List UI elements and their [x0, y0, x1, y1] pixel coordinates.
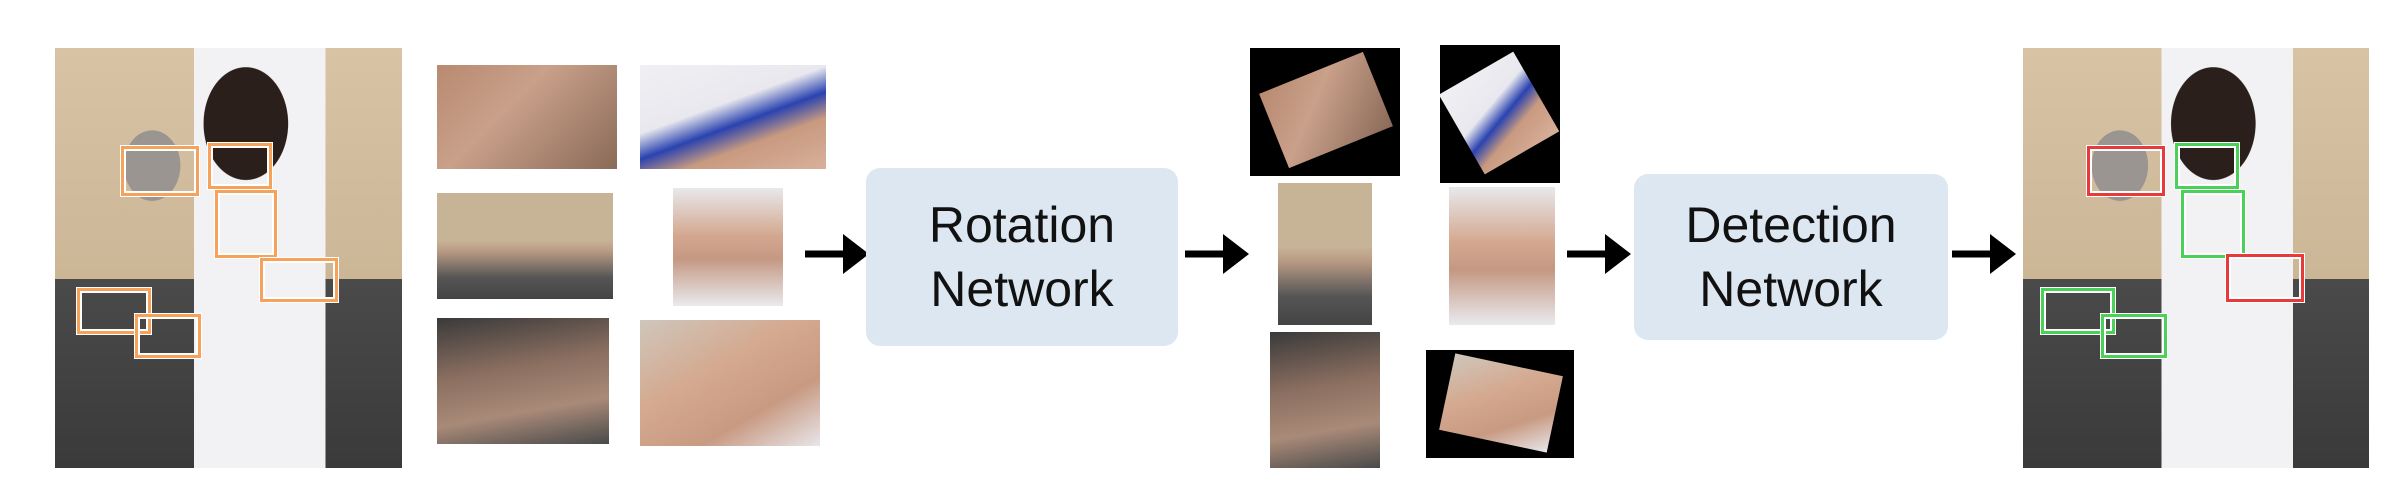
proposal-box: [215, 190, 277, 258]
detection-box-correct: [2041, 288, 2115, 334]
detection-network-box: Detection Network: [1634, 174, 1948, 340]
crop-patch: [437, 65, 617, 169]
detection-box-correct: [2181, 190, 2245, 258]
output-image: [2023, 48, 2369, 468]
proposal-box: [77, 288, 151, 334]
proposal-box: [208, 143, 272, 189]
rotation-network-box: Rotation Network: [866, 168, 1178, 346]
crop-patch: [673, 188, 783, 306]
arrow-right-icon: [1567, 234, 1631, 274]
detection-box-incorrect: [2087, 146, 2165, 196]
rotated-patch: [1250, 48, 1400, 176]
rotated-patch: [1278, 183, 1372, 325]
proposal-box: [260, 258, 338, 302]
detection-box-incorrect: [2226, 254, 2304, 302]
rotated-patch: [1270, 332, 1380, 468]
crop-patch: [437, 318, 609, 444]
rotated-patch: [1449, 187, 1555, 325]
arrow-right-icon: [1185, 234, 1249, 274]
arrow-right-icon: [1952, 234, 2016, 274]
proposal-box: [121, 146, 199, 196]
rotated-patch: [1440, 45, 1560, 183]
crop-patch: [640, 65, 826, 169]
proposal-box: [135, 314, 201, 358]
detection-box-correct: [2175, 143, 2239, 189]
arrow-right-icon: [805, 234, 869, 274]
detection-box-correct: [2101, 314, 2167, 358]
crop-patch: [437, 193, 613, 299]
crop-patch: [640, 320, 820, 446]
input-image: [55, 48, 402, 468]
rotated-patch: [1426, 350, 1574, 458]
